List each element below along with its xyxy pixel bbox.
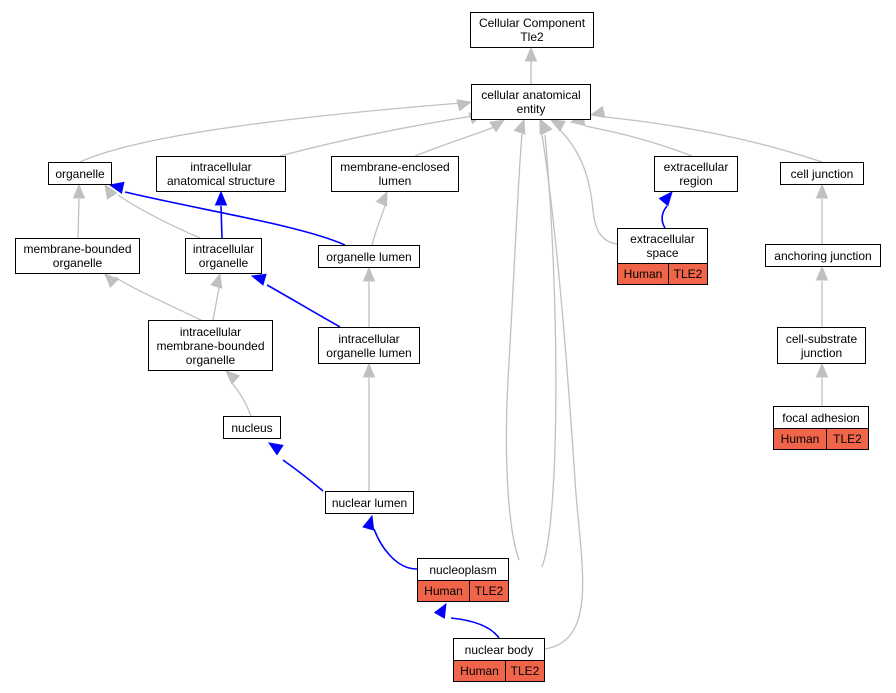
edge-io-part-of-ias-arrowhead [214, 190, 228, 206]
edge-iol-part-of-io [266, 284, 341, 328]
edge-nl-part-of-nucleus [282, 459, 324, 492]
edge-nb-part-of-np-arrowhead [433, 602, 447, 619]
edge-organelle-to-entity [79, 102, 462, 163]
edge-exs-part-of-exr-arrowhead [658, 191, 673, 207]
edge-exs-part-of-exr [661, 205, 668, 229]
node-nuclear-lumen[interactable]: nuclear lumen [325, 491, 414, 514]
edge-ol-to-mel [371, 205, 386, 246]
edge-organelle-to-entity-arrowhead [456, 99, 473, 112]
node-extracellular-region[interactable]: extracellular region [654, 156, 738, 192]
node-intracellular-anatomical-structure[interactable]: intracellular anatomical structure [156, 156, 286, 192]
node-extracellular-space[interactable]: extracellular space [617, 228, 708, 264]
edge-ol-part-of-organelle [124, 191, 346, 246]
edge-imbo-to-mbo-arrowhead [104, 273, 119, 288]
annotation-extracellular-space: Human TLE2 [617, 263, 708, 285]
edge-nuclear-body-to-entity [541, 133, 584, 650]
edge-np-part-of-nl [373, 528, 418, 570]
edge-nucleoplasm-to-entity [505, 133, 523, 561]
edge-mel-to-entity [414, 126, 495, 157]
edge-io-to-organelle [117, 194, 201, 239]
annotation-species: Human [460, 664, 499, 678]
annotation-nucleoplasm: Human TLE2 [417, 580, 509, 602]
node-intracellular-organelle-lumen[interactable]: intracellular organelle lumen [318, 327, 420, 364]
edge-iol-part-of-io-arrowhead [250, 273, 267, 286]
node-nuclear-body[interactable]: nuclear body [453, 638, 545, 661]
node-membrane-bounded-organelle[interactable]: membrane-bounded organelle [15, 238, 140, 274]
annotation-gene: TLE2 [668, 264, 707, 284]
annotation-focal-adhesion: Human TLE2 [773, 428, 869, 450]
edge-nucleus-to-imbo-arrowhead [225, 370, 241, 385]
edge-nl-to-iol-arrowhead [362, 362, 376, 378]
edge-nucleoplasm-to-entity-2 [541, 134, 557, 568]
node-cell-junction[interactable]: cell junction [780, 162, 864, 185]
node-intracellular-membrane-bounded-organelle[interactable]: intracellular membrane-bounded organelle [148, 320, 273, 371]
edge-io-to-organelle-arrowhead [104, 183, 118, 200]
edge-exs-to-entity [559, 129, 618, 245]
edge-exs-to-entity-arrowhead [549, 119, 566, 132]
edge-nucleoplasm-to-entity-arrowhead [513, 118, 526, 135]
edge-ol-part-of-organelle-arrowhead [108, 181, 125, 194]
annotation-gene: TLE2 [505, 661, 544, 681]
edge-io-part-of-ias [220, 205, 223, 239]
node-anchoring-junction[interactable]: anchoring junction [765, 244, 881, 267]
edge-nucleus-to-imbo [231, 382, 252, 417]
annotation-species: Human [623, 267, 663, 281]
edge-mbo-to-organelle-arrowhead [72, 183, 86, 199]
edge-exr-to-entity [584, 125, 693, 157]
edge-nb-part-of-np [450, 617, 500, 639]
edge-fa-to-csj-arrowhead [815, 362, 829, 378]
edge-imbo-to-mbo [114, 276, 204, 322]
annotation-species: Human [780, 432, 820, 446]
node-focal-adhesion[interactable]: focal adhesion [773, 406, 869, 429]
edge-mel-to-entity-arrowhead [489, 119, 506, 133]
annotation-gene: TLE2 [469, 581, 508, 601]
node-cellular-anatomical-entity[interactable]: cellular anatomical entity [471, 84, 591, 120]
node-nucleus[interactable]: nucleus [223, 416, 281, 439]
edge-cj-to-entity [604, 116, 823, 163]
annotation-species: Human [424, 584, 463, 598]
edge-nuclear-body-to-entity-arrowhead [539, 118, 552, 135]
edge-iol-to-ol-arrowhead [362, 266, 376, 282]
edge-mbo-to-organelle [77, 198, 80, 239]
node-organelle-lumen[interactable]: organelle lumen [318, 245, 420, 268]
edge-aj-to-cj-arrowhead [815, 183, 829, 199]
edge-entity-to-root-arrowhead [524, 46, 538, 62]
edge-ol-to-mel-arrowhead [375, 190, 388, 207]
edge-ias-to-entity [279, 115, 474, 157]
annotation-gene: TLE2 [826, 429, 868, 449]
edge-cj-to-entity-arrowhead [589, 105, 606, 119]
annotation-nuclear-body: Human TLE2 [453, 660, 545, 682]
node-organelle[interactable]: organelle [48, 162, 112, 185]
node-cell-substrate-junction[interactable]: cell-substrate junction [777, 327, 866, 364]
edge-nl-part-of-nucleus-arrowhead [267, 442, 284, 456]
node-membrane-enclosed-lumen[interactable]: membrane-enclosed lumen [331, 156, 459, 192]
node-nucleoplasm[interactable]: nucleoplasm [417, 558, 509, 581]
edge-imbo-to-io-arrowhead [210, 272, 223, 289]
edge-csj-to-aj-arrowhead [815, 265, 829, 281]
edge-np-part-of-nl-arrowhead [362, 514, 375, 531]
node-cellular-component[interactable]: Cellular Component Tle2 [470, 12, 594, 48]
node-intracellular-organelle[interactable]: intracellular organelle [185, 238, 262, 274]
edge-imbo-to-io [212, 287, 220, 321]
